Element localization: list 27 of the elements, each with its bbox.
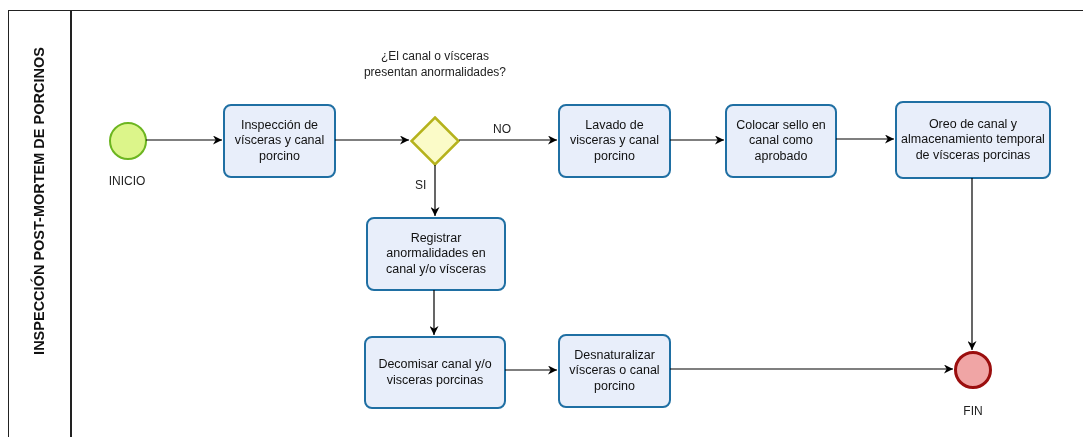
- sequence-arrow: [430, 164, 440, 217]
- task-box: Colocar sello en canal como aprobado: [725, 104, 837, 178]
- pool-frame: [8, 10, 1083, 437]
- task-box: Registrar anormalidades en canal y/o vísceras: [366, 217, 506, 291]
- event-label: INICIO: [107, 173, 147, 190]
- task-box: Decomisar canal y/o visceras porcinas: [364, 336, 506, 409]
- edge-label: SI: [414, 178, 428, 192]
- sequence-arrow: [504, 365, 558, 375]
- end-event-circle: [954, 351, 992, 389]
- sequence-arrow: [334, 135, 410, 145]
- task-box: Oreo de canal y almacenamiento temporal de vísceras porcinas: [895, 101, 1051, 179]
- gateway-diamond: [410, 116, 460, 166]
- sequence-arrow: [669, 135, 725, 145]
- sequence-arrow: [967, 177, 977, 351]
- task-box: Lavado de visceras y canal porcino: [558, 104, 671, 178]
- pool-title: INSPECCIÓN POST-MORTEM DE PORCINOS: [31, 47, 47, 355]
- event-label: FIN: [962, 403, 984, 420]
- sequence-arrow: [145, 135, 223, 145]
- sequence-arrow: [458, 135, 558, 145]
- task-box: Inspección de vísceras y canal porcino: [223, 104, 336, 178]
- task-box: Desnaturalizar vísceras o canal porcino: [558, 334, 671, 408]
- gateway-question: ¿El canal o vísceras presentan anormalidades?: [362, 48, 508, 81]
- sequence-arrow: [669, 364, 954, 374]
- edge-label: NO: [492, 122, 512, 136]
- start-event-circle: [109, 122, 147, 160]
- sequence-arrow: [835, 134, 895, 144]
- sequence-arrow: [429, 289, 439, 336]
